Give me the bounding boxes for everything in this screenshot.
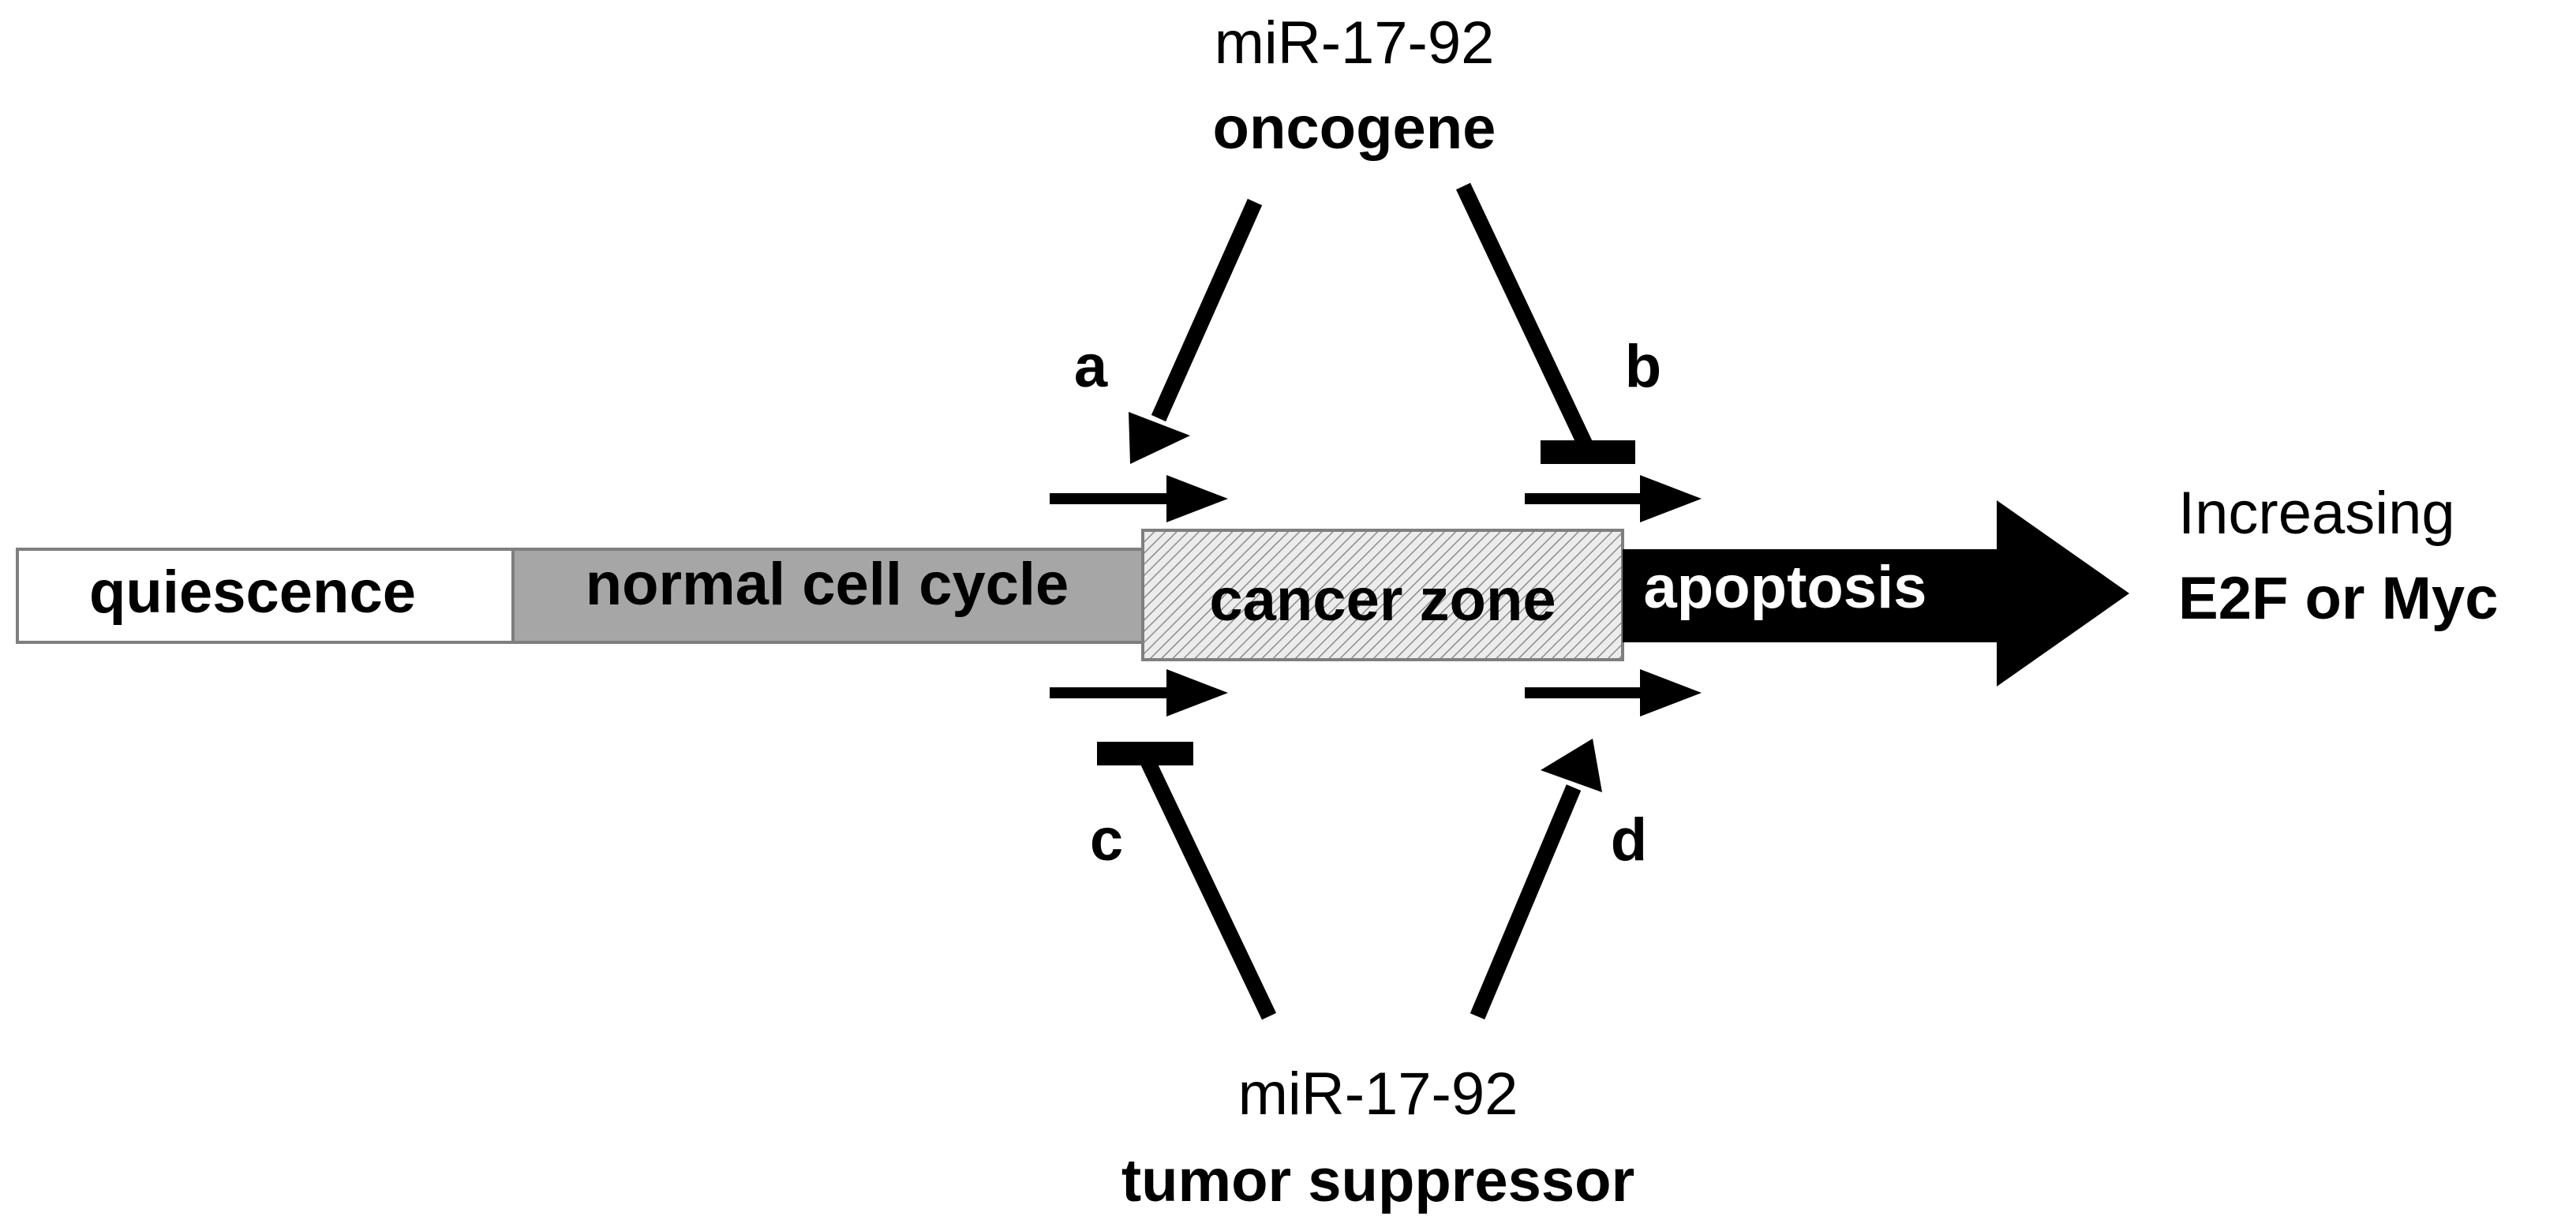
right-label-line1: Increasing [2178, 480, 2455, 547]
segment-label-apoptosis: apoptosis [1644, 554, 1927, 621]
segment-cancer-zone [1141, 529, 1624, 661]
state-bar [16, 500, 2129, 687]
connector-a-arrow [1129, 198, 1263, 464]
letter-c: c [1090, 806, 1123, 874]
connector-b-inhibition [1455, 182, 1635, 464]
segment-normal-cell-cycle [511, 548, 1144, 644]
top-label-line2: oncogene [1213, 95, 1496, 162]
segment-label-normal-cell-cycle: normal cell cycle [586, 551, 1069, 618]
segment-quiescence [16, 548, 515, 644]
connector-d-arrow [1470, 739, 1602, 1020]
small-arrow-right-top [1525, 475, 1702, 522]
segment-label-cancer-zone: cancer zone [1209, 567, 1556, 634]
bottom-label-line1: miR-17-92 [1238, 1061, 1518, 1128]
small-arrow-left-top [1050, 475, 1228, 522]
letter-a: a [1074, 333, 1108, 400]
segment-label-quiescence: quiescence [89, 559, 416, 626]
segment-apoptosis-arrow [1623, 500, 2129, 687]
letter-b: b [1625, 333, 1661, 400]
small-arrow-left-bottom [1050, 669, 1228, 717]
connector-c-inhibition [1097, 742, 1277, 1020]
small-arrow-right-bottom [1525, 669, 1702, 717]
bottom-label-line2: tumor suppressor [1121, 1147, 1634, 1214]
right-label-line2: E2F or Myc [2178, 565, 2498, 632]
top-label-line1: miR-17-92 [1215, 9, 1495, 77]
letter-d: d [1611, 806, 1647, 874]
